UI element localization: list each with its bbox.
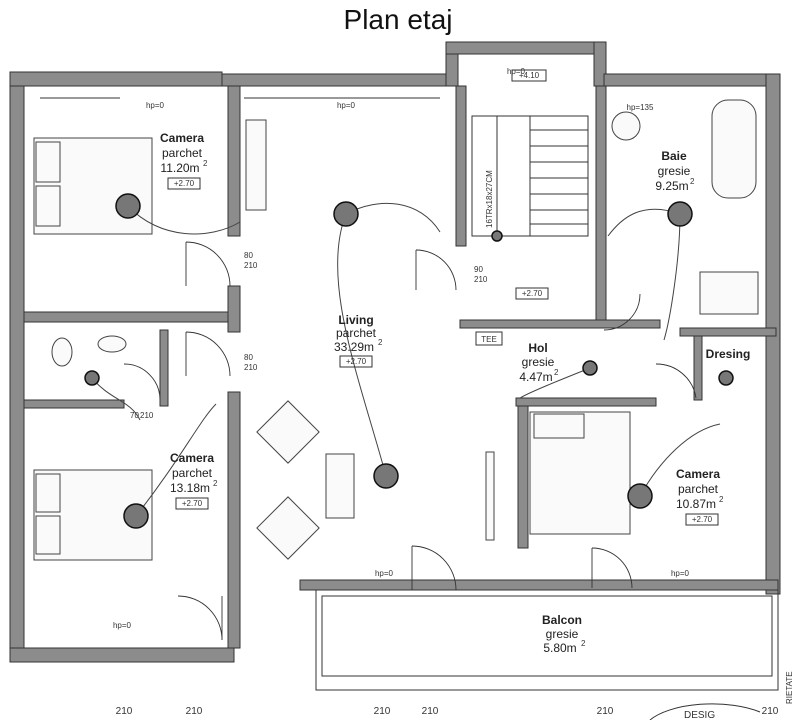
balcony-outline: [315, 589, 779, 691]
stairs-level-bottom: +2.70: [522, 289, 543, 298]
shower: [699, 271, 759, 315]
bottom-dim-6: 210: [762, 706, 779, 717]
room-floor-camera2: parchet: [172, 466, 213, 480]
interior-walls: [23, 85, 777, 649]
door-dim-height-1: 210: [244, 261, 258, 270]
tv-unit: [485, 451, 495, 541]
room-area-balcon: 5.80m: [543, 641, 576, 655]
sill-height-camera2: hp=0: [113, 621, 132, 630]
room-level-camera3: +2.70: [692, 515, 713, 524]
room-area-camera3: 10.87m: [676, 497, 716, 511]
room-floor-camera1: parchet: [162, 146, 203, 160]
svg-text:2: 2: [581, 639, 586, 648]
sill-height-balcony-left: hp=0: [375, 569, 394, 578]
bed-camera3: [529, 411, 631, 535]
armchair-2: [256, 496, 320, 560]
bottom-dim-3: 210: [374, 706, 391, 717]
room-floor-camera3: parchet: [678, 482, 719, 496]
room-name-camera1: Camera: [160, 131, 204, 145]
sill-height-camera3: hp=0: [671, 569, 690, 578]
side-note: RIETATE: [785, 671, 794, 704]
svg-text:2: 2: [554, 368, 559, 377]
svg-text:2: 2: [203, 159, 208, 168]
room-area-baie: 9.25m: [655, 179, 688, 193]
bathtub: [711, 99, 757, 199]
stairs-level-top: +4.10: [519, 71, 540, 80]
room-name-hol: Hol: [528, 341, 547, 355]
sill-height-camera1: hp=0: [146, 101, 165, 110]
door-dim-height-4: 210: [140, 411, 154, 420]
bottom-dim-5: 210: [597, 706, 614, 717]
sill-height-living: hp=0: [337, 101, 356, 110]
doors: [40, 97, 752, 649]
svg-text:2: 2: [378, 338, 383, 347]
bottom-dim-4: 210: [422, 706, 439, 717]
room-floor-hol: gresie: [522, 355, 555, 369]
door-dim-height-3: 210: [474, 275, 488, 284]
armchair-1: [256, 400, 320, 464]
room-floor-baie: gresie: [658, 164, 691, 178]
room-area-camera1: 11.20m: [160, 161, 199, 175]
room-area-camera2: 13.18m: [170, 481, 210, 495]
stairs-hp: hp=0: [507, 67, 526, 76]
stamp-text: DESIG: [684, 710, 715, 720]
tee-panel: TEE: [481, 335, 497, 344]
toilet-small: [51, 337, 73, 367]
stairs-dimension: 16TRx18x27CM: [485, 170, 494, 228]
living-table: [325, 453, 355, 519]
door-dim-width-4: 70: [130, 411, 139, 420]
door-dim-width-2: 80: [244, 353, 253, 362]
lamps: [84, 193, 734, 529]
door-dim-width-3: 90: [474, 265, 483, 274]
toilet-baie: [611, 111, 641, 141]
living-shelf: [245, 119, 267, 211]
stairs: [471, 115, 589, 242]
plan-title: Plan etaj: [343, 4, 453, 35]
room-name-balcon: Balcon: [542, 613, 582, 627]
room-area-hol: 4.47m: [519, 370, 552, 384]
svg-text:2: 2: [690, 177, 695, 186]
door-dim-height-2: 210: [244, 363, 258, 372]
room-name-camera3: Camera: [676, 467, 720, 481]
room-name-camera2: Camera: [170, 451, 214, 465]
room-name-dresing: Dresing: [706, 347, 751, 361]
svg-text:2: 2: [719, 495, 724, 504]
bottom-dim-2: 210: [186, 706, 203, 717]
door-dim-width-1: 80: [244, 251, 253, 260]
sink-small: [97, 335, 127, 353]
room-floor-living: parchet: [336, 326, 377, 340]
room-level-living: +2.70: [346, 357, 367, 366]
room-name-baie: Baie: [661, 149, 687, 163]
room-name-living: Living: [338, 313, 373, 327]
bed-camera1: [33, 137, 153, 235]
svg-text:2: 2: [213, 479, 218, 488]
room-area-living: 33.29m: [334, 340, 374, 354]
room-floor-balcon: gresie: [546, 627, 579, 641]
room-level-camera1: +2.70: [174, 179, 195, 188]
bottom-dim-1: 210: [116, 706, 133, 717]
outer-walls: [9, 41, 781, 663]
room-level-camera2: +2.70: [182, 499, 203, 508]
sill-height-baie: hp=135: [627, 103, 654, 112]
